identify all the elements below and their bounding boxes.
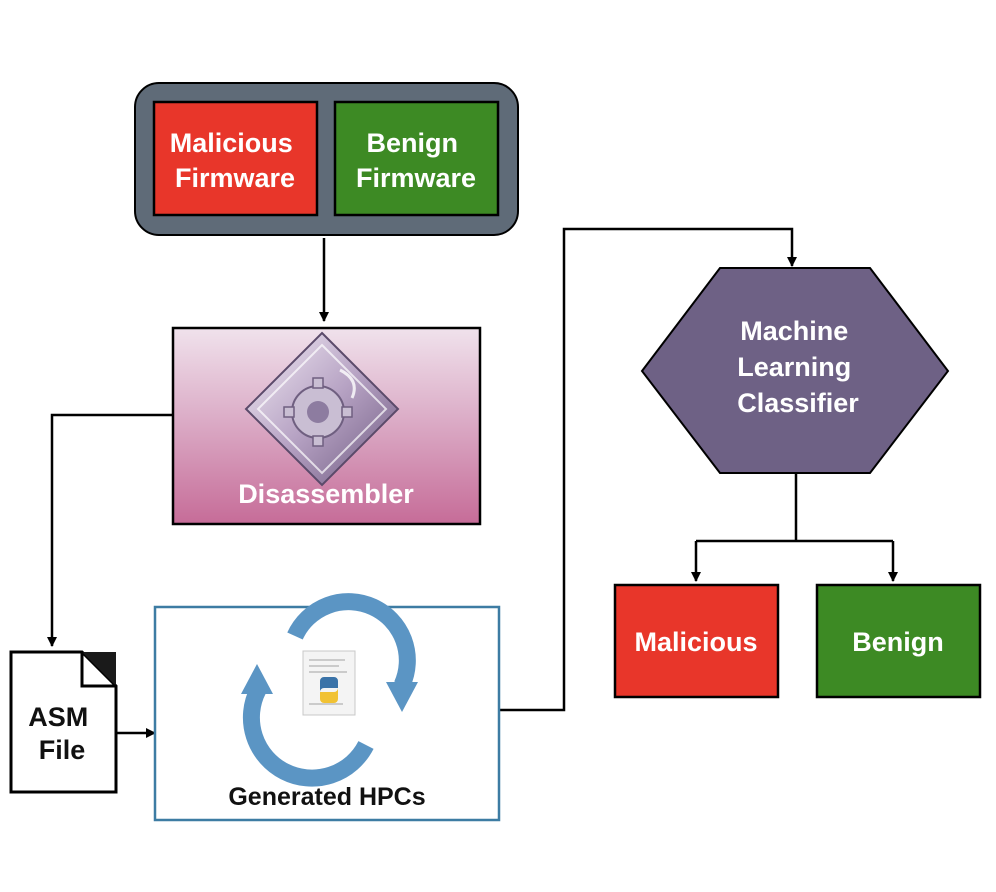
svg-text:Machine Learning C: Machine Learning Classifier: [737, 316, 859, 418]
output-benign-label: Benign: [852, 627, 944, 657]
classifier-line1: Machine: [740, 316, 848, 346]
svg-text:Benign Firmware: Benign Firmware: [356, 128, 476, 193]
malicious-firmware-line1: Malicious: [170, 128, 293, 158]
svg-text:ASM File: ASM File: [28, 702, 96, 765]
classifier-line3: Classifier: [737, 388, 859, 418]
asm-file-line1: ASM: [28, 702, 88, 732]
output-malicious-label: Malicious: [634, 627, 757, 657]
diamond-gear-icon: [244, 331, 400, 487]
firmware-group: Malicious Firmware Benign Firmware: [134, 82, 519, 236]
python-sync-icon: [241, 593, 418, 787]
benign-firmware-line1: Benign: [366, 128, 458, 158]
benign-firmware-box: [333, 100, 500, 217]
hpc-generator-box: Generated HPCs: [153, 593, 501, 822]
malicious-firmware-box: [152, 100, 319, 217]
malicious-firmware-line2: Firmware: [175, 163, 295, 193]
benign-firmware-line2: Firmware: [356, 163, 476, 193]
svg-text:Malicious Firmware: Malicious Firmware: [170, 128, 301, 193]
hpc-generator-label: Generated HPCs: [228, 783, 425, 811]
classifier-line2: Learning: [737, 352, 851, 382]
output-malicious: Malicious: [613, 583, 780, 699]
arrow-disassembler-to-asm: [47, 413, 173, 647]
connectors: [47, 227, 898, 738]
disassembler-box: Disassembler: [171, 326, 482, 526]
output-benign: Benign: [815, 583, 982, 699]
asm-file-line2: File: [39, 735, 86, 765]
asm-file-node: ASM File: [9, 650, 118, 794]
ml-classifier-node: Machine Learning Classifier: [640, 267, 950, 474]
arrow-hpc-to-classifier: [500, 227, 797, 712]
disassembler-label: Disassembler: [238, 479, 414, 509]
arrow-to-malicious-output: [696, 539, 893, 581]
